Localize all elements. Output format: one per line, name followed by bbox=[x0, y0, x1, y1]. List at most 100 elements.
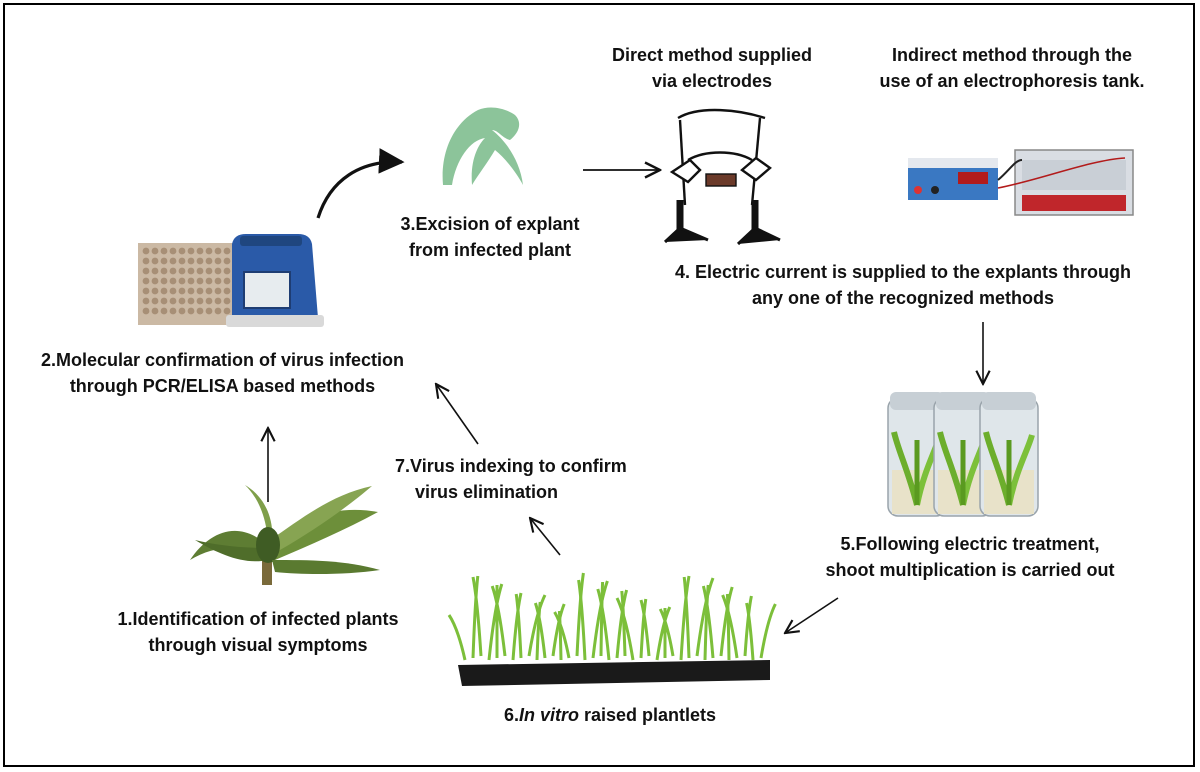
seedling bbox=[639, 599, 651, 657]
seedling bbox=[615, 597, 635, 661]
plate-well bbox=[160, 257, 168, 265]
seedling bbox=[725, 593, 731, 661]
plate-well bbox=[214, 287, 222, 295]
plate-well bbox=[187, 277, 195, 285]
seedling bbox=[551, 603, 566, 657]
plate-well bbox=[187, 297, 195, 305]
plate-well bbox=[142, 257, 150, 265]
plate-well bbox=[160, 247, 168, 255]
step-2-line-1: 2.Molecular confirmation of virus infect… bbox=[40, 350, 405, 370]
seedling bbox=[447, 614, 467, 661]
plate-well bbox=[178, 277, 186, 285]
plate-well bbox=[205, 267, 213, 275]
plate-well bbox=[178, 307, 186, 315]
plate-well bbox=[196, 257, 204, 265]
plate-well bbox=[214, 247, 222, 255]
plate-well bbox=[142, 267, 150, 275]
seedling bbox=[527, 594, 547, 657]
seedling bbox=[487, 583, 504, 661]
plate-well bbox=[214, 297, 222, 305]
plate-well bbox=[178, 267, 186, 275]
culture-jars-icon bbox=[887, 392, 1039, 517]
step-4-line-1: 4. Electric current is supplied to the e… bbox=[674, 262, 1132, 282]
direct-method-line-1: Direct method supplied bbox=[611, 45, 813, 65]
seedling bbox=[759, 603, 777, 659]
plate-well bbox=[223, 257, 231, 265]
seedling bbox=[599, 581, 605, 657]
plate-well bbox=[205, 287, 213, 295]
plate-well bbox=[151, 287, 159, 295]
plate-well bbox=[169, 247, 177, 255]
step-1-line-1: 1.Identification of infected plants bbox=[117, 609, 399, 629]
indirect-method-line-1: Indirect method through the bbox=[892, 45, 1132, 65]
indirect-method-line-2: use of an electrophoresis tank. bbox=[879, 71, 1145, 91]
banana-plant-icon bbox=[190, 485, 380, 585]
culture-jar bbox=[933, 392, 993, 517]
plate-well bbox=[169, 287, 177, 295]
plate-well bbox=[169, 267, 177, 275]
plate-well bbox=[223, 247, 231, 255]
step-5-line-2: shoot multiplication is carried out bbox=[825, 560, 1115, 580]
plate-well bbox=[223, 307, 231, 315]
culture-jar bbox=[979, 392, 1039, 517]
plate-well bbox=[178, 297, 186, 305]
plate-well bbox=[169, 307, 177, 315]
plate-well bbox=[142, 307, 150, 315]
seedling bbox=[703, 584, 710, 661]
step-3-line-1: 3.Excision of explant bbox=[400, 214, 580, 234]
plate-well bbox=[223, 297, 231, 305]
seedling bbox=[533, 602, 547, 659]
seedling bbox=[591, 580, 609, 659]
seedling bbox=[471, 575, 480, 659]
seedling bbox=[639, 598, 648, 659]
step-6-line: 6.In vitro raised plantlets bbox=[455, 702, 765, 728]
plate-well bbox=[142, 277, 150, 285]
plate-well bbox=[196, 277, 204, 285]
plate-well bbox=[187, 267, 195, 275]
seedling bbox=[557, 610, 563, 661]
plate-well bbox=[196, 287, 204, 295]
plate-well bbox=[214, 267, 222, 275]
seedling bbox=[719, 586, 734, 657]
plate-well bbox=[151, 257, 159, 265]
seedling bbox=[596, 588, 611, 661]
plate-well bbox=[151, 267, 159, 275]
indirect-method-label: Indirect method through the use of an el… bbox=[858, 42, 1166, 94]
step-7-line-1: 7.Virus indexing to confirm bbox=[395, 456, 627, 476]
diagram-frame bbox=[3, 3, 1195, 767]
step-6-label: 6.In vitro raised plantlets bbox=[455, 702, 765, 728]
direct-method-label: Direct method supplied via electrodes bbox=[600, 42, 824, 94]
plate-well bbox=[187, 247, 195, 255]
seedling bbox=[721, 594, 739, 659]
seedling bbox=[682, 576, 691, 659]
seedling bbox=[679, 575, 691, 661]
plate-well bbox=[169, 277, 177, 285]
seedling bbox=[535, 601, 542, 661]
flow-arrows bbox=[268, 148, 983, 633]
seedling bbox=[658, 608, 675, 657]
seedling bbox=[511, 592, 523, 661]
plate-well bbox=[142, 297, 150, 305]
step-3-label: 3.Excision of explant from infected plan… bbox=[380, 211, 600, 263]
plate-well bbox=[142, 287, 150, 295]
plate-well bbox=[196, 307, 204, 315]
plate-well bbox=[205, 297, 213, 305]
plate-well bbox=[187, 257, 195, 265]
plate-well bbox=[160, 287, 168, 295]
plate-well bbox=[187, 307, 195, 315]
arrow-6-to-7 bbox=[530, 518, 561, 556]
seedling bbox=[695, 577, 715, 657]
step-3-line-2: from infected plant bbox=[408, 240, 571, 260]
step-4-line-2: any one of the recognized methods bbox=[751, 288, 1055, 308]
pcr-machine-icon bbox=[138, 234, 324, 327]
plate-well bbox=[151, 297, 159, 305]
plate-well bbox=[214, 277, 222, 285]
direct-method-line-2: via electrodes bbox=[651, 71, 773, 91]
plate-well bbox=[196, 267, 204, 275]
seedling bbox=[514, 593, 523, 659]
seedling bbox=[471, 576, 483, 657]
step-6-italic: In vitro bbox=[518, 705, 579, 725]
plate-well bbox=[160, 307, 168, 315]
plate-well bbox=[223, 267, 231, 275]
